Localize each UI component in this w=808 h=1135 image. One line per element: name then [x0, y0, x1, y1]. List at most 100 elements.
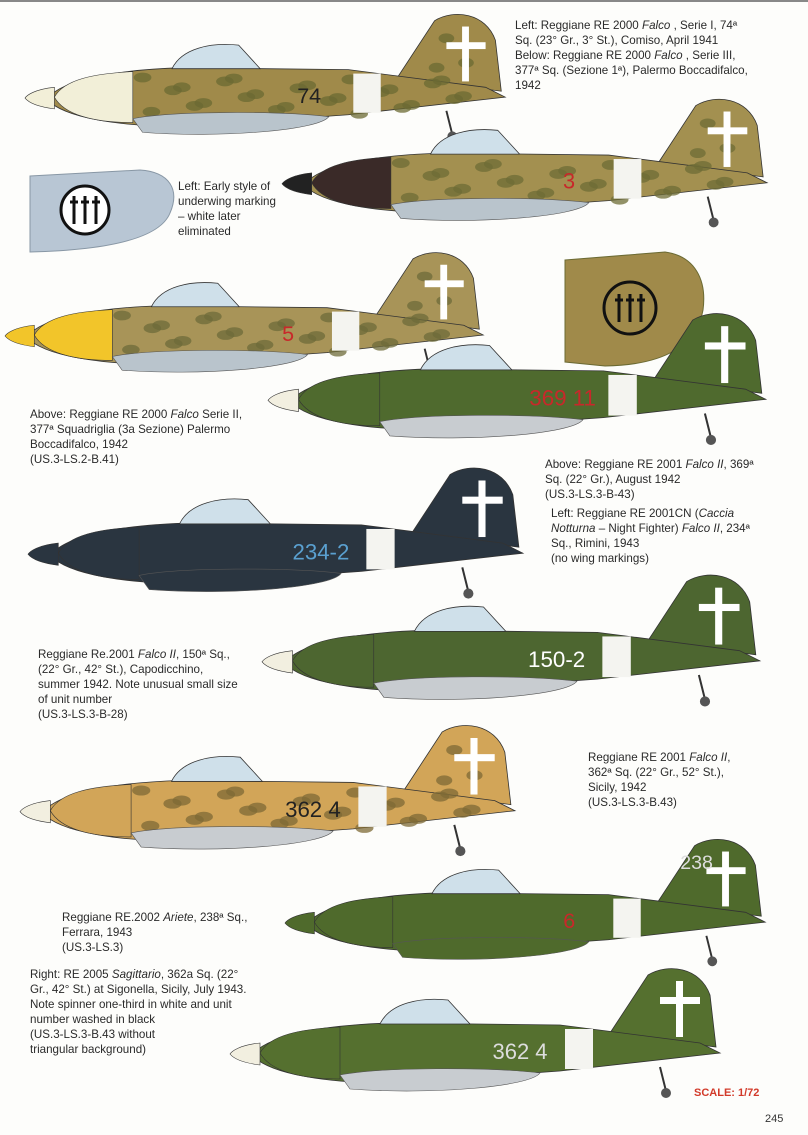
camouflage-spot — [328, 93, 347, 103]
caption-text: of unit number — [38, 693, 113, 706]
camouflage-spot — [391, 158, 410, 168]
caption-line: (US.3-LS.3-B.43) — [588, 795, 730, 810]
caption-line: (US.3-LS.2-B.41) — [30, 452, 242, 467]
tail-cross-horizontal — [462, 496, 503, 504]
caption-line: Sq., Rimini, 1943 — [551, 536, 750, 551]
spinner — [27, 542, 59, 566]
caption-line: Notturna – Night Fighter) Falco II, 234ª — [551, 521, 750, 536]
caption-text: Left: Reggiane RE 2000 — [515, 19, 642, 32]
wing — [373, 676, 578, 700]
spinner — [19, 800, 51, 824]
fasces-roundel-icon — [602, 280, 658, 336]
spinner — [229, 1042, 261, 1066]
underwing-detail-camo — [564, 251, 705, 367]
camouflage-spot — [359, 322, 377, 333]
camouflage-spot — [416, 271, 433, 282]
caption-text: Caccia — [698, 507, 735, 520]
canopy — [429, 129, 521, 155]
camouflage-spot — [432, 75, 451, 86]
camouflage-spot — [400, 192, 419, 203]
spinner — [284, 911, 315, 935]
fuselage-code: 6 — [563, 908, 575, 933]
caption-text: Falco II — [685, 458, 724, 471]
tail-wheel — [699, 696, 711, 707]
tail-cross-horizontal — [660, 997, 700, 1004]
camouflage-spot — [301, 793, 320, 804]
tail-cross-vertical — [462, 26, 469, 82]
tail-fin — [403, 725, 512, 806]
camouflage-spot — [133, 72, 152, 83]
caption-text: Sicily, 1942 — [588, 781, 647, 794]
tail-wheel — [661, 1088, 671, 1098]
caption-line: Reggiane Re.2001 Falco II, 150ª Sq., — [38, 647, 238, 662]
camouflage-spot — [194, 811, 213, 822]
caption-text: Sq. (22° Gr.), August 1942 — [545, 473, 681, 486]
caption-text: number washed in black — [30, 1013, 156, 1026]
caption-text: , 234ª — [719, 522, 750, 535]
camouflage-spot — [505, 174, 524, 185]
canopy — [170, 756, 264, 782]
aircraft-re2001-362: 362 4 — [19, 725, 517, 857]
camouflage-spot — [407, 300, 423, 311]
camouflage-spot — [246, 89, 265, 100]
tail-wheel-strut — [703, 413, 712, 439]
camouflage-spot — [431, 167, 450, 178]
camouflage-spot — [663, 185, 681, 196]
fuselage-band — [602, 636, 631, 678]
caption-text: underwing marking — [178, 195, 276, 208]
caption-re2002: Reggiane RE.2002 Ariete, 238ª Sq.,Ferrar… — [62, 910, 247, 955]
tail-cross-vertical — [478, 480, 486, 538]
canopy — [379, 998, 471, 1025]
tail-cross-horizontal — [698, 603, 740, 612]
tail-wheel — [705, 434, 717, 446]
camouflage-spot — [248, 802, 267, 813]
caption-line: Above: Reggiane RE 2001 Falco II, 369ª — [545, 457, 754, 472]
caption-text: – Night Fighter) — [595, 522, 682, 535]
wing — [379, 414, 584, 439]
caption-text: Sq., Rimini, 1943 — [551, 537, 640, 550]
caption-text: Ariete — [163, 911, 194, 924]
tail-wheel — [708, 217, 719, 228]
engine-cowling — [311, 156, 392, 209]
camouflage-spot — [333, 806, 352, 817]
camouflage-spot — [152, 320, 170, 331]
caption-line: (22° Gr., 42° St.), Capodicchino, — [38, 662, 238, 677]
camouflage-spot — [307, 331, 326, 341]
caption-text: Sq. (23° Gr., 3° St.), Comiso, April 194… — [515, 34, 719, 47]
aircraft-re2001-369: 369 11 — [267, 313, 768, 446]
tail-code: 238 — [680, 852, 713, 874]
camouflage-spot — [141, 820, 160, 831]
caption-line: Left: Early style of — [178, 179, 276, 194]
caption-line: (US.3-LS.3) — [62, 940, 247, 955]
engine-cowling — [298, 372, 381, 427]
caption-text: Falco II — [137, 648, 176, 661]
caption-line: 377ª Squadriglia (3a Sezione) Palermo — [30, 422, 242, 437]
camouflage-spot — [438, 33, 455, 44]
camouflage-spot — [432, 329, 451, 339]
camouflage-spot — [277, 318, 295, 329]
caption-text: Above: Reggiane RE 2000 — [30, 408, 171, 421]
aircraft-re2005-362: 362 4 — [229, 968, 722, 1098]
caption-re2000-serie2: Above: Reggiane RE 2000 Falco Serie II,3… — [30, 407, 242, 467]
fuselage-band — [353, 73, 381, 113]
caption-text: (22° Gr., 42° St.), Capodicchino, — [38, 663, 204, 676]
caption-line: 377ª Sq. (Sezione 1ª), Palermo Boccadifa… — [515, 63, 748, 78]
canopy — [178, 498, 272, 525]
camouflage-spot — [172, 795, 191, 806]
camouflage-spot — [402, 100, 420, 110]
caption-text: Falco II — [681, 522, 720, 535]
caption-text: Left: Reggiane RE 2001CN ( — [551, 507, 699, 520]
caption-line: (no wing markings) — [551, 551, 750, 566]
caption-text: Falco — [654, 49, 683, 62]
caption-text: (US.3-LS.3-B-28) — [38, 708, 128, 721]
camouflage-spot — [204, 311, 222, 322]
canopy — [171, 44, 262, 70]
camouflage-spot — [380, 337, 399, 348]
fuselage-band — [608, 374, 637, 416]
spinner — [24, 86, 55, 110]
caption-re2001-362: Reggiane RE 2001 Falco II,362ª Sq. (22° … — [588, 750, 730, 810]
tail-cross-horizontal — [454, 754, 495, 762]
camouflage-spot — [483, 159, 502, 169]
